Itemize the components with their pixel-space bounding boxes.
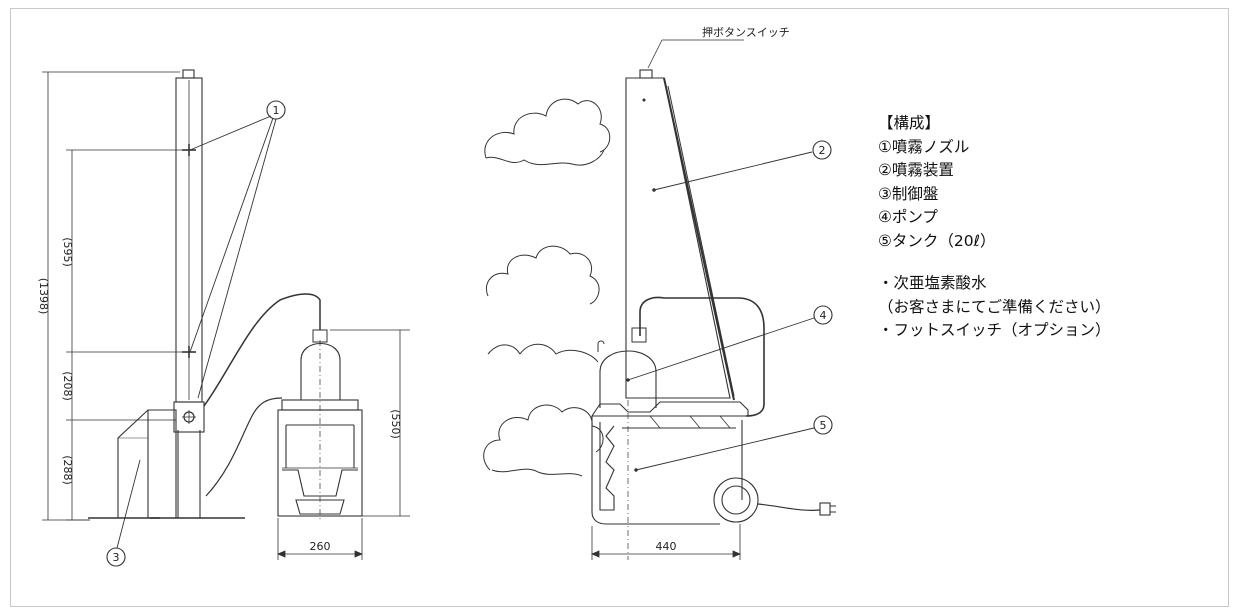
- callout-4-number: 4: [820, 309, 827, 322]
- legend-item-pump: ④ポンプ: [878, 208, 938, 226]
- legend-title: 【構成】: [878, 114, 941, 132]
- mist-cloud-top: [484, 98, 611, 159]
- dim-tank-width-front: 440: [656, 540, 677, 553]
- hose-left: [203, 293, 321, 407]
- callout-3-circle: [106, 547, 126, 567]
- callout-2-circle: [812, 140, 832, 160]
- side-view: [42, 69, 410, 567]
- hose-front: [639, 296, 765, 417]
- column-cap: [182, 69, 195, 79]
- legend-note-solution: ・次亜塩素酸水: [878, 274, 987, 292]
- dim-base-height: (288): [61, 455, 74, 485]
- pump-side: [300, 342, 341, 400]
- callout-2-leader: [653, 151, 813, 191]
- mist-cloud-bottom: [483, 404, 604, 471]
- dimension-lines-side: [42, 71, 182, 521]
- dim-tank-width-side: 260: [310, 540, 331, 553]
- legend-note-customer-supplied: （お客さまにてご準備ください）: [878, 297, 1111, 316]
- power-plug: [819, 502, 831, 516]
- pump-front: [599, 350, 657, 408]
- callout-1-number: 1: [273, 104, 280, 117]
- tank-front: [590, 400, 759, 560]
- cable-left: [205, 397, 283, 497]
- legend-item-control-panel: ③制御盤: [878, 184, 939, 203]
- legend-item-tank: ⑤タンク（20ℓ）: [878, 231, 996, 250]
- legend-item-nozzle: ①噴霧ノズル: [878, 137, 970, 156]
- callout-5-circle: [813, 415, 833, 435]
- dim-lower-gap: (208): [61, 371, 74, 401]
- spray-unit: [625, 69, 735, 401]
- control-panel: [173, 401, 205, 433]
- mist-cloud-middle: [486, 245, 600, 305]
- tank-width-dim-front: [590, 524, 742, 560]
- callout-5-number: 5: [820, 419, 827, 432]
- tank-width-dim-side: [276, 518, 364, 560]
- figure-frame: [10, 8, 1229, 607]
- tank-height-dim: [330, 329, 410, 517]
- control-cabinet: [147, 409, 177, 519]
- front-view: [483, 39, 836, 560]
- callout-3-number: 3: [113, 551, 120, 564]
- dim-tank-height: (550): [389, 409, 402, 439]
- callout-4-circle: [813, 305, 833, 325]
- dim-total-height: (1398): [37, 278, 50, 315]
- tank-side: [277, 399, 363, 517]
- callout-4-leader: [627, 317, 815, 381]
- nozzle-upper: [182, 144, 196, 156]
- callout-1-leaders: [189, 115, 277, 399]
- push-switch: [639, 69, 653, 79]
- dim-upper-nozzle-gap: (595): [61, 237, 74, 267]
- legend-item-spray-unit: ②噴霧装置: [878, 161, 954, 179]
- legend-note-foot-switch: ・フットスイッチ（オプション）: [878, 321, 1111, 339]
- legend-gap: [878, 253, 1111, 272]
- tank-wheel: [713, 477, 759, 523]
- callout-1-circle: [266, 100, 286, 120]
- callout-3-leader: [116, 459, 141, 549]
- callout-5-leader: [635, 427, 815, 471]
- power-cord: [757, 503, 821, 511]
- callout-2-number: 2: [819, 144, 826, 157]
- nozzle-lower: [182, 346, 196, 358]
- switch-label: 押ボタンスイッチ: [702, 25, 790, 39]
- component-legend: 【構成】 ①噴霧ノズル ②噴霧装置 ③制御盤 ④ポンプ ⑤タンク（20ℓ） ・次…: [878, 112, 1111, 343]
